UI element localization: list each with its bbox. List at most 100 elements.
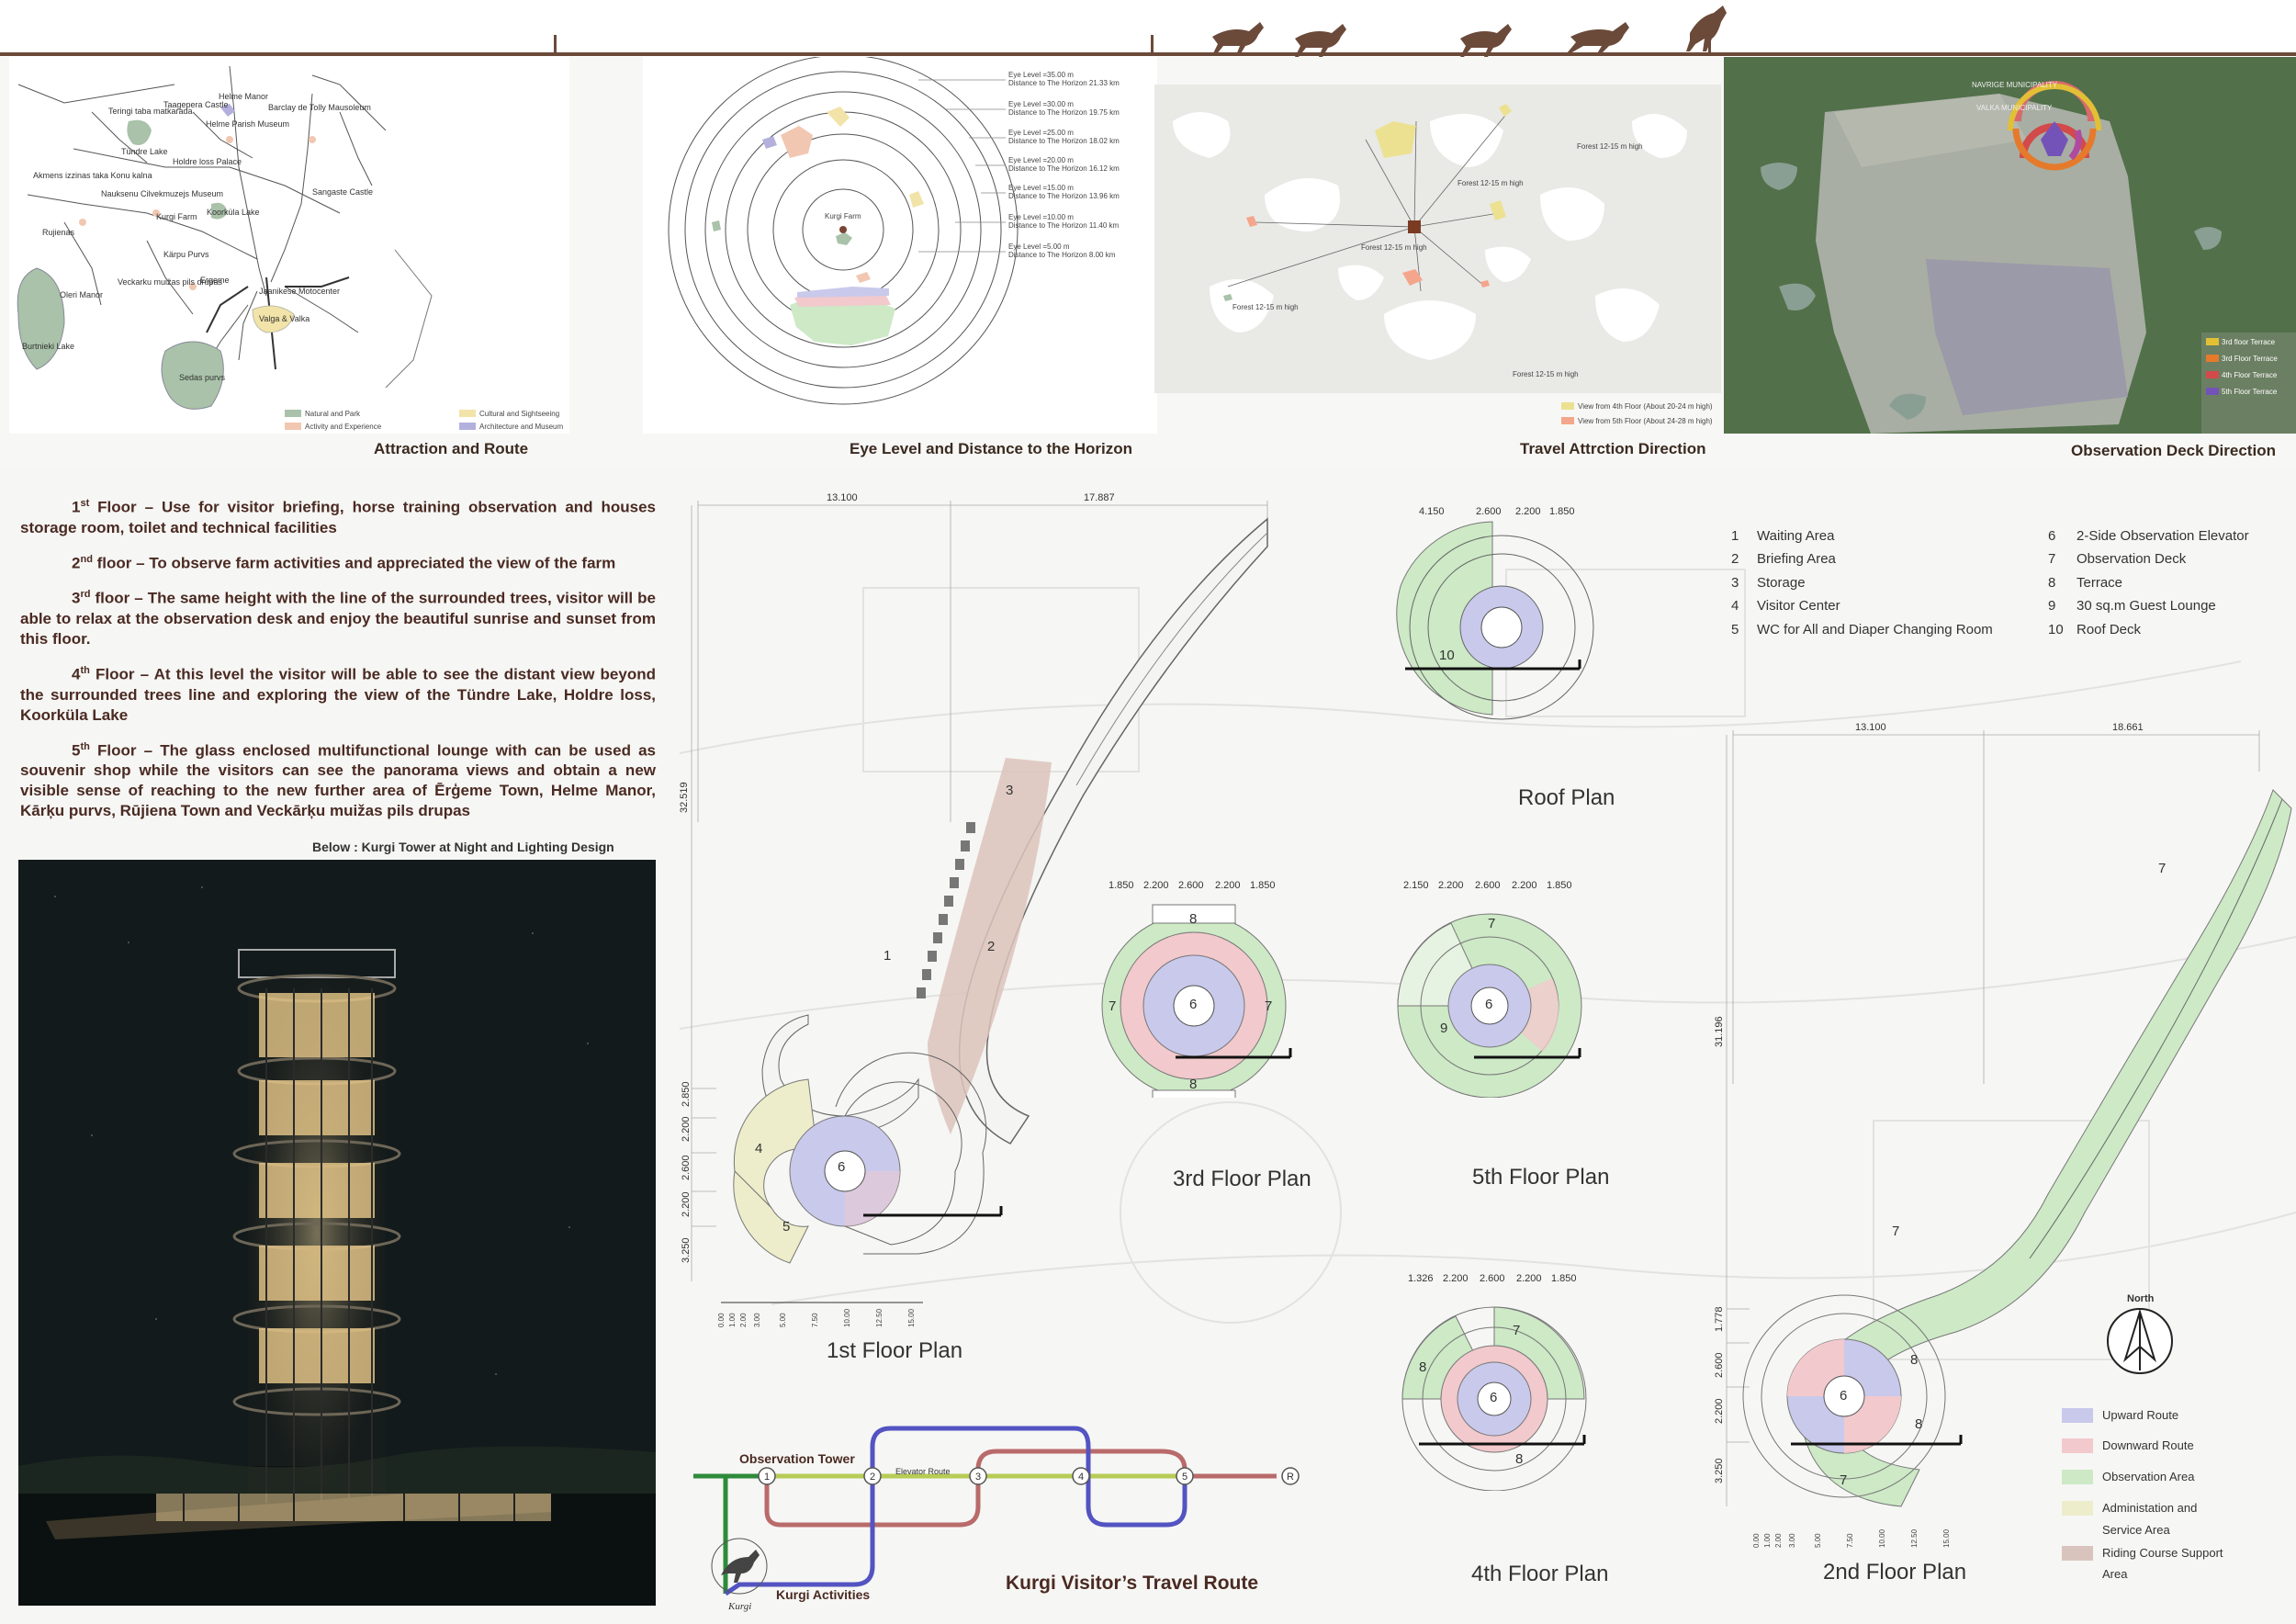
travel-direction-caption: Travel Attrction Direction (1520, 440, 1706, 457)
svg-text:2.850: 2.850 (681, 1081, 692, 1107)
svg-text:8: 8 (1915, 1416, 1922, 1432)
svg-text:Distance to The Horizon 11.40: Distance to The Horizon 11.40 km (1008, 221, 1120, 230)
svg-text:3.00: 3.00 (753, 1313, 761, 1327)
eye-level-diagram: Kurgi Farm Eye Level =35.00 m Distance t… (643, 57, 1157, 434)
svg-text:10.00: 10.00 (1878, 1528, 1886, 1548)
svg-text:2.200: 2.200 (1516, 1273, 1542, 1284)
legend-label: Activity and Experience (305, 423, 382, 431)
svg-text:1.00: 1.00 (1763, 1533, 1772, 1548)
travel-route-diagram: 1 2 3 4 5 R Observation Tower Elevator R… (693, 1426, 1300, 1612)
floor-2-description: 2nd floor – To observe farm activities a… (72, 553, 616, 572)
svg-text:7: 7 (1892, 1224, 1899, 1239)
place-label: Helme Manor (219, 92, 268, 101)
svg-text:Distance to The Horizon 21.33: Distance to The Horizon 21.33 km (1008, 79, 1120, 87)
svg-text:2.600: 2.600 (681, 1155, 692, 1180)
svg-text:31.196: 31.196 (1714, 1016, 1725, 1047)
svg-text:2.150: 2.150 (1403, 880, 1429, 891)
second-floor-title: 2nd Floor Plan (1823, 1560, 1967, 1585)
svg-text:2.200: 2.200 (681, 1116, 692, 1142)
svg-text:2.200: 2.200 (681, 1191, 692, 1217)
svg-text:Eye Level =35.00 m: Eye Level =35.00 m (1008, 71, 1074, 79)
svg-text:13.100: 13.100 (1855, 722, 1886, 733)
svg-text:12.50: 12.50 (875, 1308, 884, 1327)
place-label: Helme Parish Museum (206, 119, 289, 129)
top-divider (0, 52, 2296, 56)
aerial-label: VALKA MUNICIPALITY (1976, 104, 2053, 112)
first-floor-title: 1st Floor Plan (827, 1338, 963, 1363)
svg-text:1.326: 1.326 (1408, 1273, 1434, 1284)
svg-text:3: 3 (1006, 783, 1013, 798)
svg-text:Forest 12-15 m high: Forest 12-15 m high (1577, 142, 1643, 151)
floor-3-description: 3rd floor – The same height with the lin… (20, 589, 656, 648)
night-caption: Below : Kurgi Tower at Night and Lightin… (312, 840, 614, 854)
svg-text:1.00: 1.00 (728, 1313, 737, 1327)
svg-text:1: 1 (884, 948, 891, 964)
observation-deck-caption: Observation Deck Direction (2071, 442, 2276, 459)
place-label: Jaanikese Motocenter (259, 287, 340, 296)
svg-text:7: 7 (1488, 916, 1495, 931)
svg-text:2.600: 2.600 (1714, 1352, 1725, 1378)
svg-text:Eye Level =15.00 m: Eye Level =15.00 m (1008, 184, 1074, 192)
place-label: Holdre loss Palace (173, 157, 242, 166)
svg-text:5th Floor Terrace: 5th Floor Terrace (2222, 388, 2278, 396)
svg-text:2.200: 2.200 (1215, 880, 1241, 891)
svg-text:2.600: 2.600 (1475, 880, 1501, 891)
night-render (18, 860, 656, 1606)
aerial-label: NAVRIGE MUNICIPALITY (1972, 81, 2058, 89)
terrace-ring (2008, 81, 2101, 171)
place-label: Ergeme (200, 276, 230, 285)
svg-text:View from 5th Floor (About 24-: View from 5th Floor (About 24-28 m high) (1578, 417, 1713, 425)
svg-text:2.200: 2.200 (1438, 880, 1464, 891)
svg-text:Distance to The Horizon 8.00 k: Distance to The Horizon 8.00 km (1008, 251, 1116, 259)
place-label: Akmens izzinas taka Konu kalna (33, 171, 152, 180)
third-floor-title: 3rd Floor Plan (1173, 1167, 1311, 1191)
observation-deck-aerial: NAVRIGE MUNICIPALITY VALKA MUNICIPALITY … (1724, 57, 2296, 434)
route-activities-label: Kurgi Activities (776, 1587, 870, 1602)
svg-text:1.850: 1.850 (1109, 880, 1134, 891)
svg-text:7.50: 7.50 (811, 1313, 819, 1327)
svg-text:13.100: 13.100 (827, 492, 858, 503)
svg-text:15.00: 15.00 (907, 1308, 916, 1327)
fourth-floor-title: 4th Floor Plan (1471, 1562, 1609, 1586)
eye-level-caption: Eye Level and Distance to the Horizon (850, 440, 1132, 457)
fifth-floor-plan: 2.150 2.200 2.600 2.200 1.850 6 7 9 (1397, 880, 1582, 1098)
kurgi-logo: Kurgi (711, 1538, 768, 1612)
svg-text:Distance to The Horizon 18.02: Distance to The Horizon 18.02 km (1008, 137, 1120, 145)
svg-text:Eye Level =25.00 m: Eye Level =25.00 m (1008, 129, 1074, 137)
svg-text:7: 7 (1840, 1472, 1847, 1488)
place-label: Koorküla Lake (207, 208, 260, 217)
place-label: Valga & Valka (259, 314, 310, 323)
floor-1-description: 1st Floor – Use for visitor briefing, ho… (20, 498, 656, 536)
svg-text:4th Floor Terrace: 4th Floor Terrace (2222, 371, 2278, 379)
forest-legend: View from 4th Floor (About 20-24 m high)… (1561, 402, 1713, 425)
svg-text:Distance to The Horizon 19.75: Distance to The Horizon 19.75 km (1008, 108, 1120, 117)
svg-text:5.00: 5.00 (1814, 1533, 1822, 1548)
place-label: Sangaste Castle (312, 187, 373, 197)
svg-text:Forest 12-15 m high: Forest 12-15 m high (1513, 370, 1579, 378)
north-label: North (2127, 1293, 2155, 1304)
floor-4-description: 4th Floor – At this level the visitor wi… (20, 664, 656, 724)
svg-text:Eye Level =5.00 m: Eye Level =5.00 m (1008, 242, 1070, 251)
attraction-caption: Attraction and Route (374, 440, 529, 457)
svg-text:Distance to The Horizon 16.12: Distance to The Horizon 16.12 km (1008, 164, 1120, 173)
svg-text:5: 5 (782, 1219, 790, 1235)
svg-text:1.850: 1.850 (1547, 880, 1572, 891)
travel-route-caption: Kurgi Visitor’s Travel Route (1006, 1573, 1259, 1594)
floor-description: 1st Floor – Use for visitor briefing, ho… (20, 493, 656, 832)
svg-text:7: 7 (1109, 998, 1116, 1014)
place-label: Kurgi Farm (156, 212, 197, 221)
third-floor-plan: 1.850 2.200 2.600 2.200 1.850 6 8 8 7 7 (1101, 880, 1292, 1098)
place-label: Rujienas (42, 228, 75, 237)
place-label: Nauksenu Cilvekmuzejs Museum (101, 189, 223, 198)
svg-text:32.519: 32.519 (680, 782, 690, 813)
place-label: Oleri Manor (60, 290, 103, 299)
svg-text:17.887: 17.887 (1084, 492, 1115, 503)
place-label: Tündre Lake (121, 147, 168, 156)
place-label: Taagepera Castle (163, 100, 229, 109)
svg-text:5: 5 (1182, 1472, 1187, 1483)
svg-text:4: 4 (1078, 1472, 1084, 1483)
horse-icon (1567, 22, 1629, 55)
horse-icon (1212, 22, 1264, 55)
svg-text:6: 6 (1490, 1390, 1497, 1405)
svg-text:0.00: 0.00 (717, 1313, 726, 1327)
